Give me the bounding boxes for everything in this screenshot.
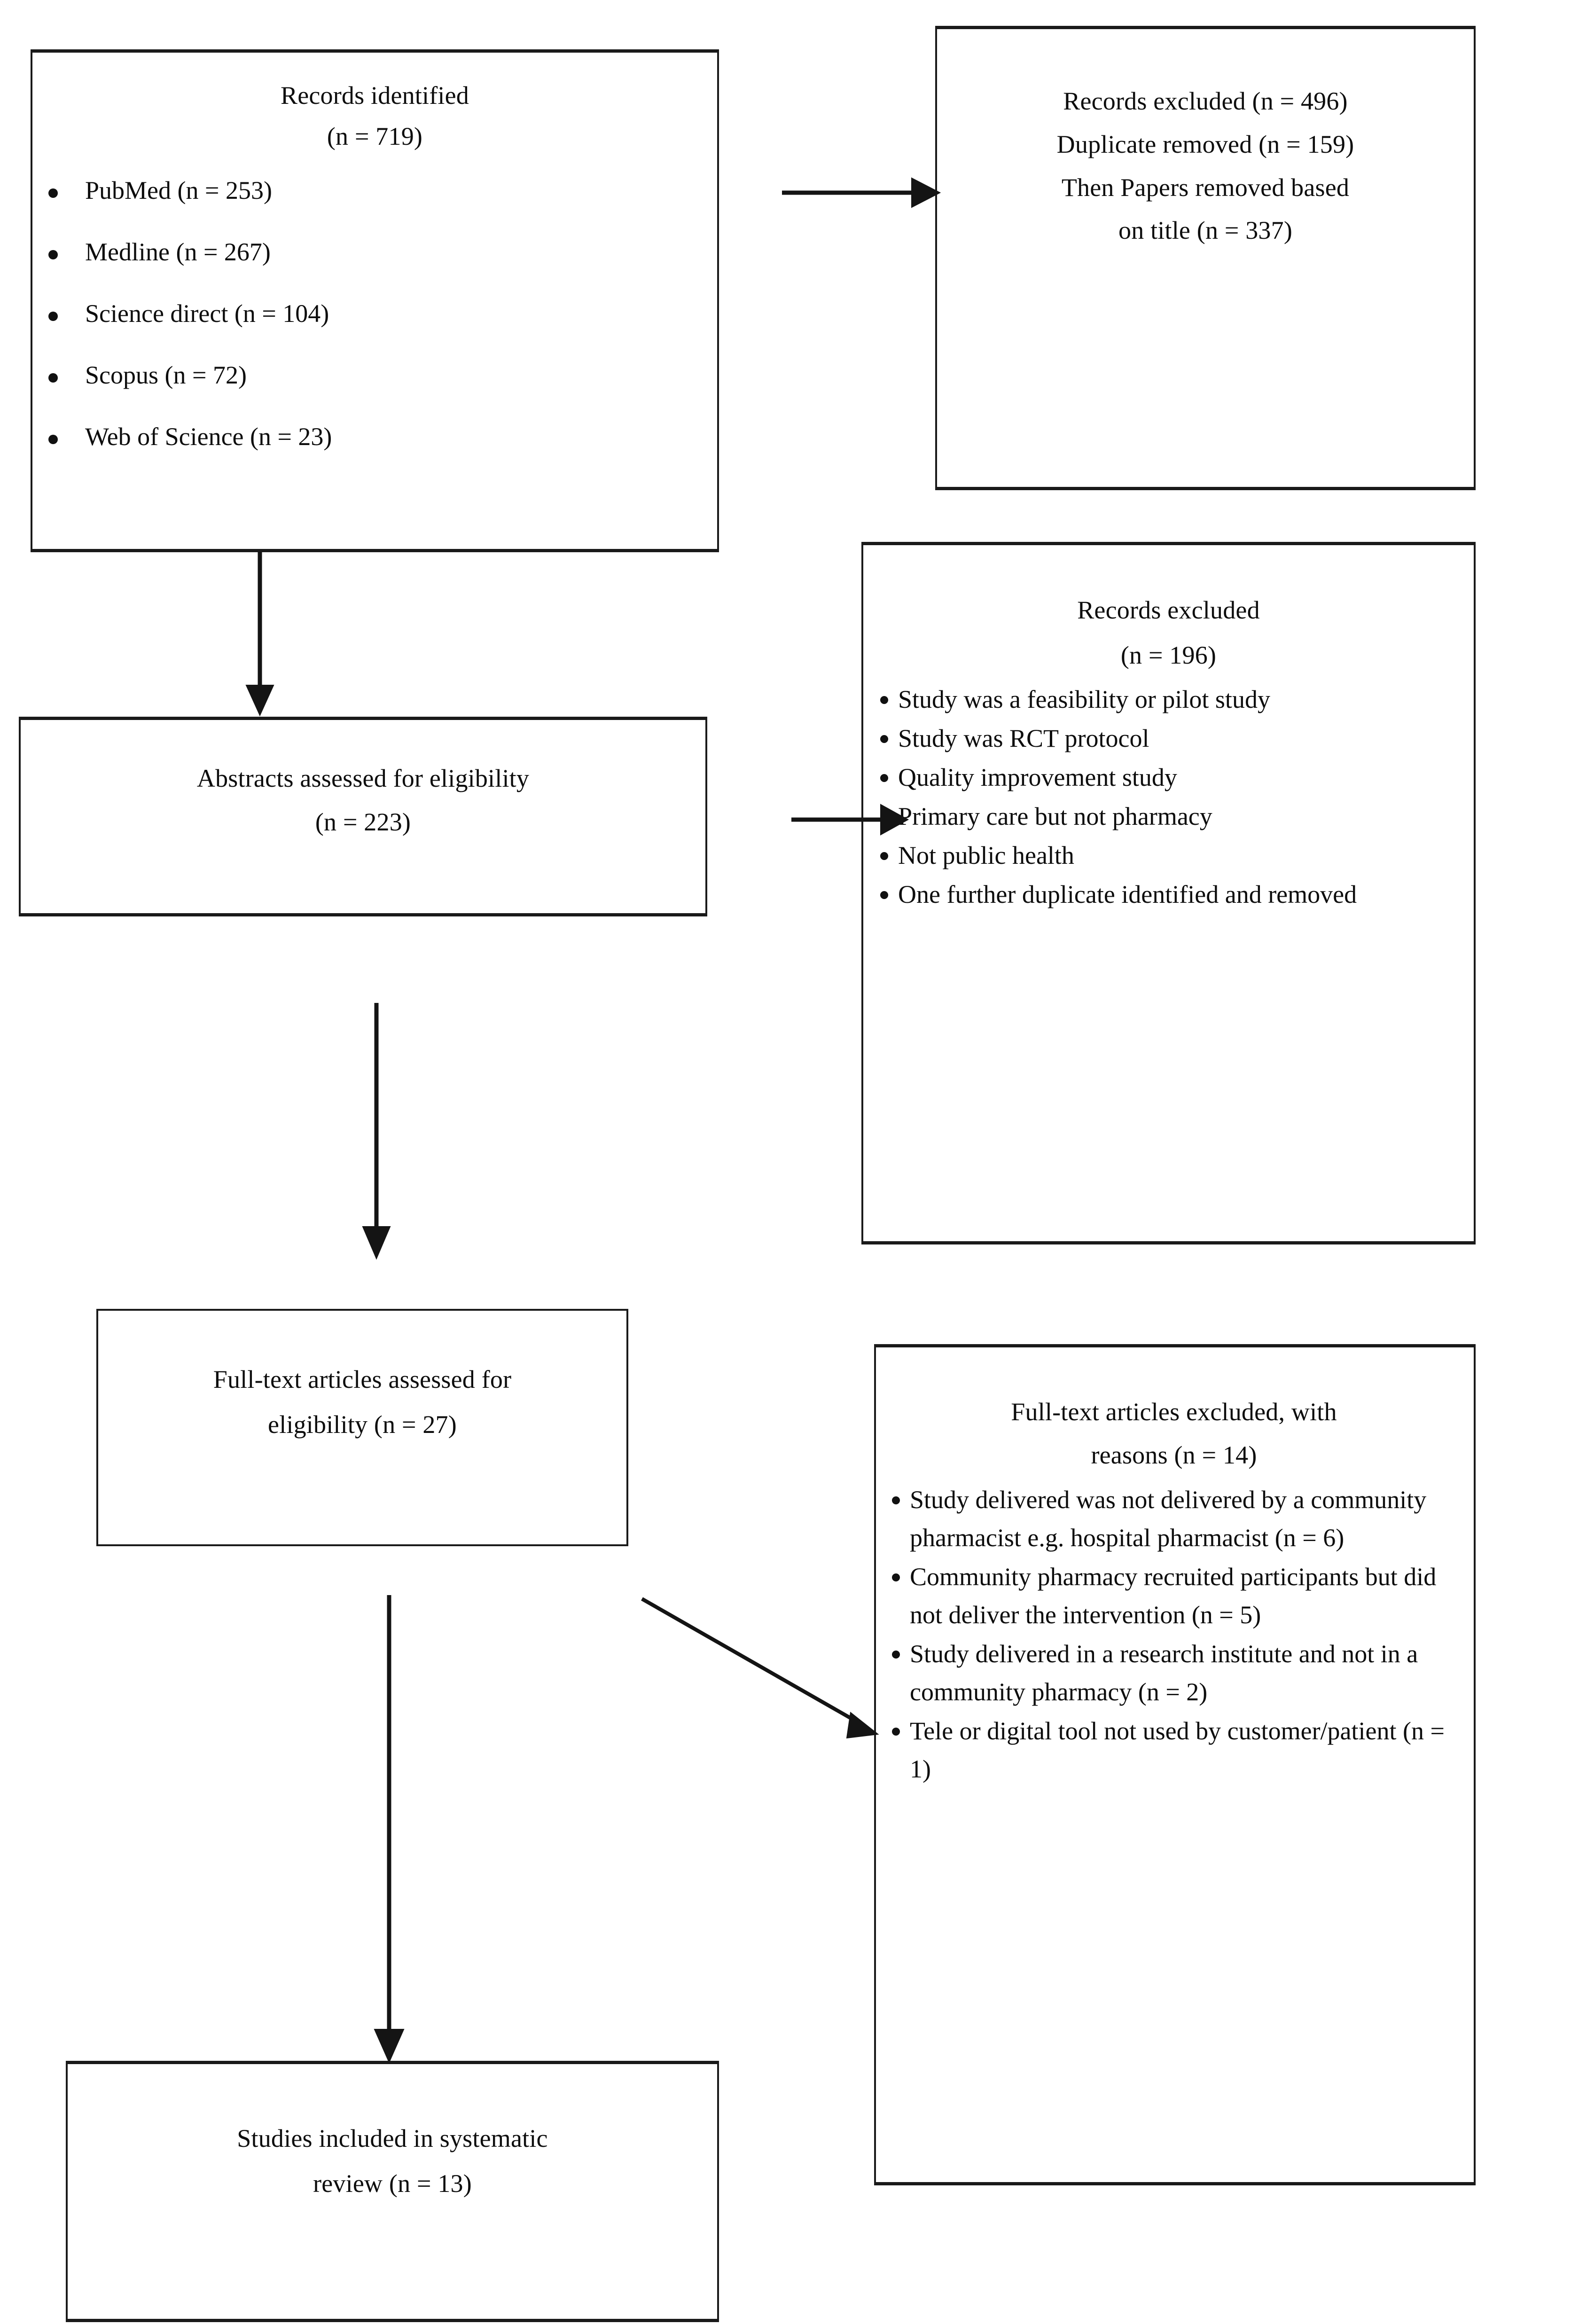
list-item: Web of Science (n = 23) — [32, 418, 675, 456]
arrow-abstracts-to-excluded — [791, 804, 909, 836]
records-excluded-abstract-title: Records excluded (n = 196) — [876, 587, 1461, 678]
box-records-excluded-abstract: Records excluded (n = 196) Study was a f… — [861, 542, 1476, 1244]
count-line: (n = 196) — [1120, 641, 1217, 670]
arrow-identified-to-excluded — [782, 177, 941, 208]
title-removed-line-1: Then Papers removed based — [1061, 173, 1350, 202]
list-item: Science direct (n = 104) — [32, 295, 675, 333]
list-item: Not public health — [876, 837, 1455, 875]
studies-included-text: Studies included in systematic review (n… — [86, 2116, 698, 2206]
list-item: Community pharmacy recruited participant… — [888, 1558, 1457, 1634]
box-records-excluded-screening: Records excluded (n = 496) Duplicate rem… — [935, 26, 1476, 490]
box-studies-included: Studies included in systematic review (n… — [66, 2061, 719, 2322]
title-line: Studies included in systematic — [237, 2124, 548, 2152]
fulltext-excluded-reason-list: Study delivered was not delivered by a c… — [888, 1481, 1460, 1788]
list-item: Primary care but not pharmacy — [876, 798, 1455, 836]
count-line: (n = 223) — [315, 807, 411, 836]
fulltext-assessed-text: Full-text articles assessed for eligibil… — [115, 1357, 610, 1447]
arrow-fulltext-to-included — [374, 1595, 405, 2064]
excluded-count-line: Records excluded (n = 496) — [1063, 87, 1348, 115]
box-abstracts-assessed: Abstracts assessed for eligibility (n = … — [19, 717, 707, 916]
title-line: Full-text articles excluded, with — [1011, 1398, 1337, 1426]
title-line: Full-text articles assessed for — [213, 1365, 512, 1393]
box-fulltext-excluded: Full-text articles excluded, with reason… — [874, 1344, 1476, 2185]
title-line: Records identified — [281, 81, 469, 110]
arrow-identified-to-abstracts — [245, 552, 274, 717]
list-item: Medline (n = 267) — [32, 233, 675, 271]
count-line: eligibility (n = 27) — [268, 1410, 457, 1439]
title-line: Records excluded — [1077, 596, 1260, 624]
records-excluded-screening-text: Records excluded (n = 496) Duplicate rem… — [953, 80, 1458, 252]
list-item: Study delivered in a research institute … — [888, 1635, 1457, 1711]
records-excluded-abstract-reason-list: Study was a feasibility or pilot study S… — [876, 681, 1461, 914]
list-item: Quality improvement study — [876, 759, 1455, 797]
count-line: review (n = 13) — [313, 2169, 472, 2198]
list-item: Scopus (n = 72) — [32, 356, 675, 394]
arrow-fulltext-to-excluded — [641, 1597, 879, 1739]
title-removed-line-2: on title (n = 337) — [1118, 216, 1292, 245]
list-item: Tele or digital tool not used by custome… — [888, 1712, 1457, 1788]
abstracts-assessed-text: Abstracts assessed for eligibility (n = … — [39, 757, 687, 844]
fulltext-excluded-title: Full-text articles excluded, with reason… — [888, 1391, 1460, 1477]
list-item: One further duplicate identified and rem… — [876, 876, 1455, 914]
box-fulltext-assessed: Full-text articles assessed for eligibil… — [96, 1309, 628, 1546]
list-item: PubMed (n = 253) — [32, 172, 675, 210]
records-identified-source-list: PubMed (n = 253) Medline (n = 267) Scien… — [32, 172, 717, 456]
title-line: Abstracts assessed for eligibility — [196, 764, 530, 792]
list-item: Study delivered was not delivered by a c… — [888, 1481, 1457, 1557]
records-identified-title: Records identified (n = 719) — [32, 75, 717, 157]
box-records-identified: Records identified (n = 719) PubMed (n =… — [31, 49, 719, 552]
list-item: Study was RCT protocol — [876, 720, 1455, 758]
count-line: reasons (n = 14) — [1091, 1440, 1257, 1469]
duplicate-removed-line: Duplicate removed (n = 159) — [1056, 130, 1354, 158]
list-item: Study was a feasibility or pilot study — [876, 681, 1455, 719]
count-line: (n = 719) — [327, 122, 423, 151]
arrow-abstracts-to-fulltext — [362, 1003, 391, 1260]
